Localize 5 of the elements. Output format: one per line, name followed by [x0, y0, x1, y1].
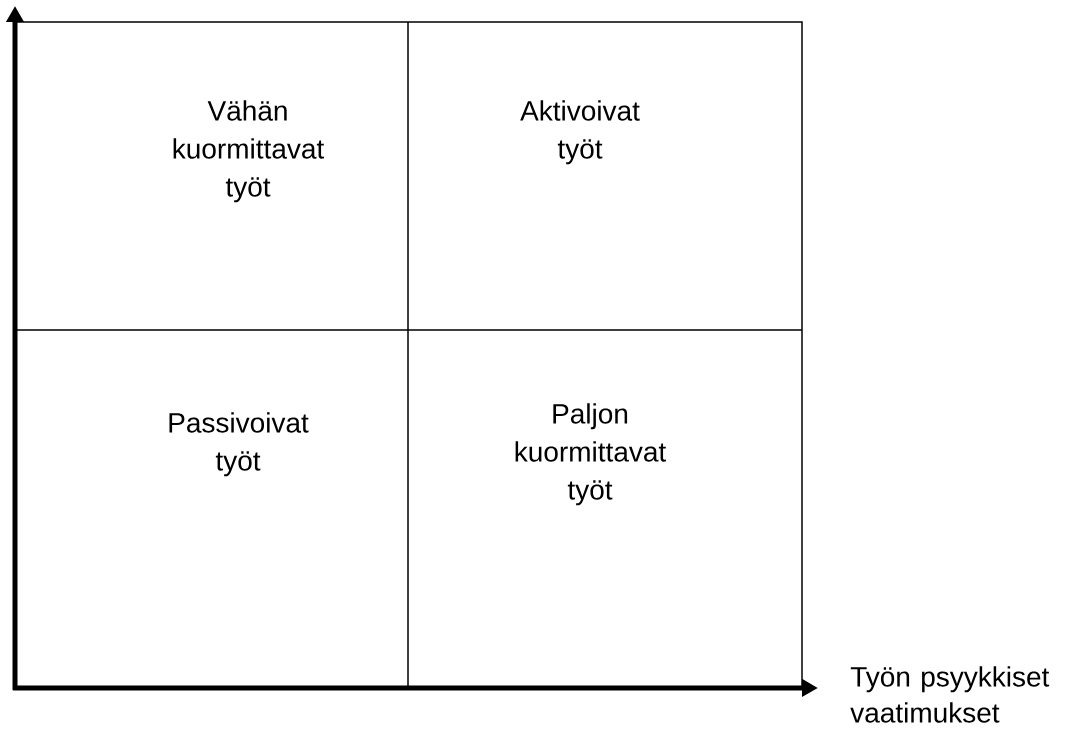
- quadrant-text: Vähän kuormittavat työt: [173, 100, 325, 203]
- quadrant-text: Passivoivat työt: [169, 412, 309, 477]
- quadrant-text: Aktivoivat työt: [520, 100, 640, 165]
- quadrant-text: Paljon kuormittavat työt: [515, 403, 667, 506]
- axis-label: Työn psyykkiset vaatimukset: [850, 666, 1050, 723]
